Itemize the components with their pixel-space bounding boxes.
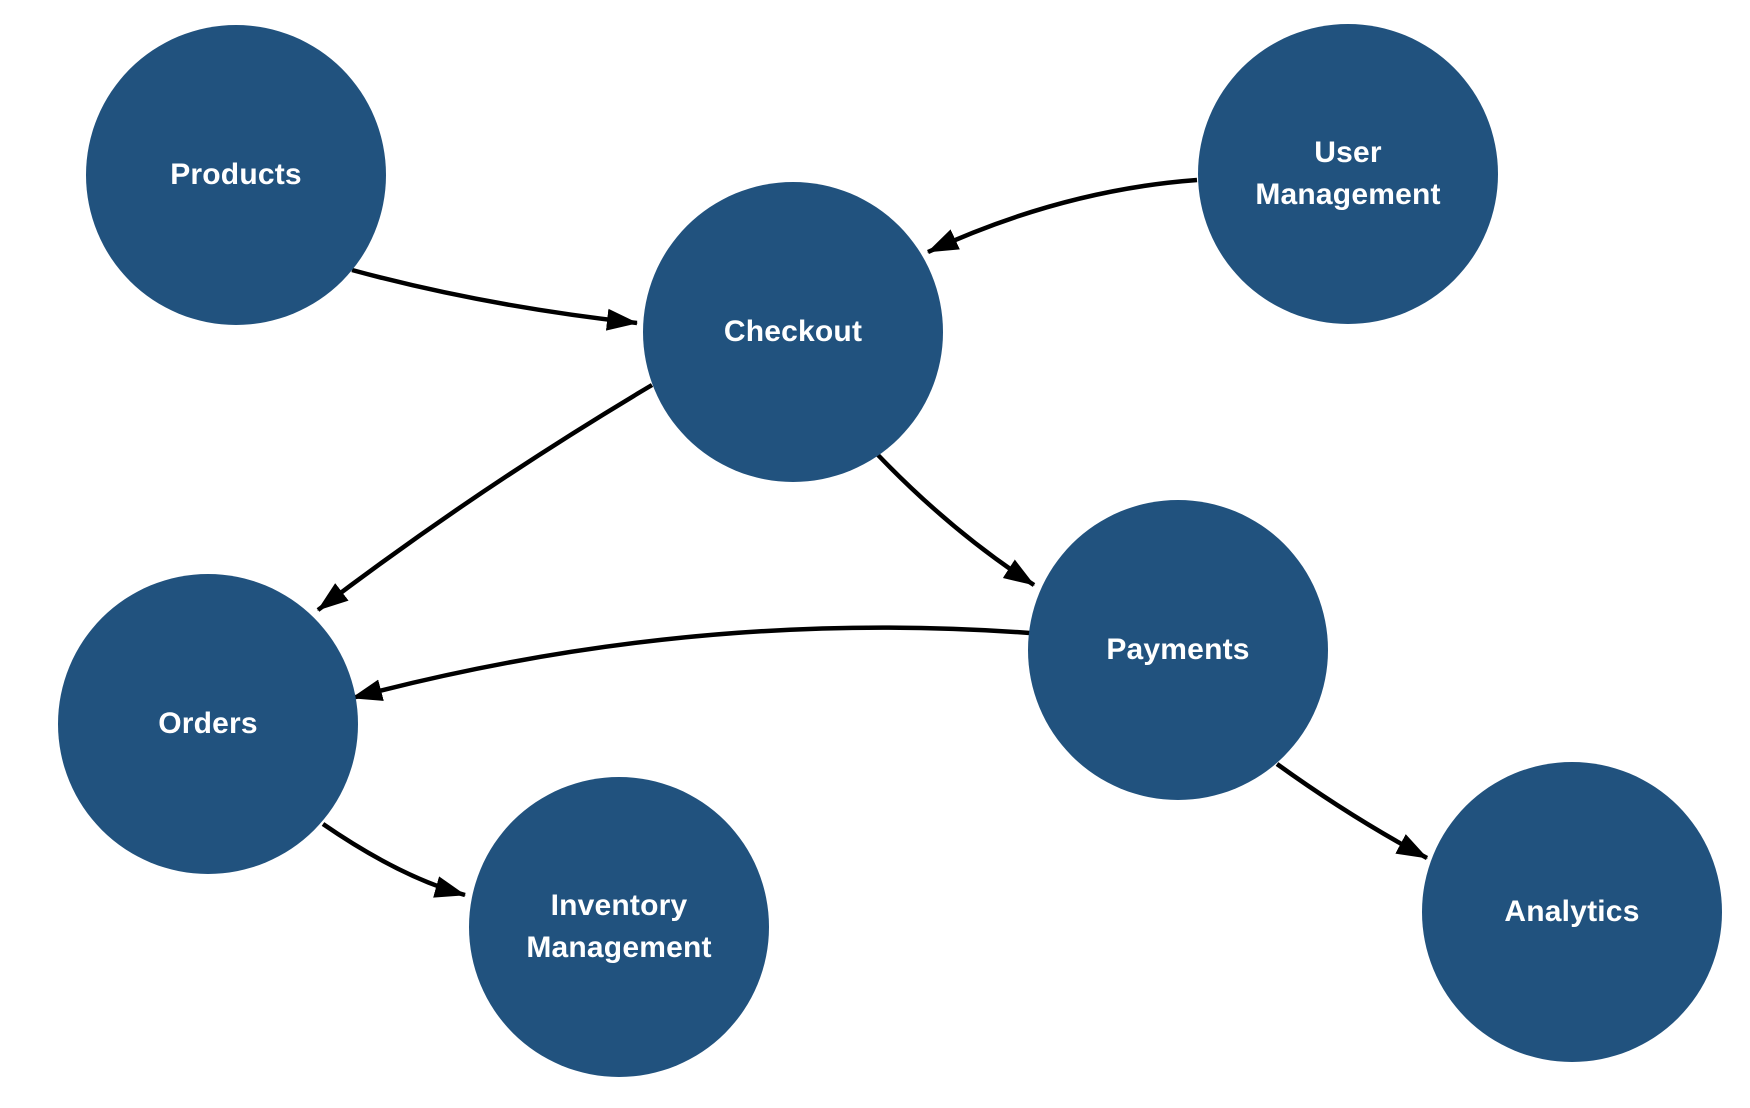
- edge-products-checkout: [351, 267, 638, 331]
- edge-checkout-orders: [316, 383, 654, 612]
- edge-orders-inventory-management: [321, 822, 466, 898]
- node-checkout-label: Checkout: [723, 315, 863, 348]
- edge-user-management-checkout: [927, 177, 1198, 255]
- node-user-management[interactable]: User Management: [1198, 24, 1498, 324]
- node-analytics-label: Analytics: [1504, 895, 1640, 928]
- node-inventory-management[interactable]: Inventory Management: [469, 777, 769, 1077]
- edge-checkout-payments: [876, 453, 1036, 587]
- node-analytics[interactable]: Analytics: [1422, 762, 1722, 1062]
- node-inventory-management-label: Inventory Management: [526, 889, 712, 964]
- node-orders-label: Orders: [158, 707, 258, 740]
- edge-payments-analytics: [1275, 762, 1429, 860]
- node-user-management-label: User Management: [1255, 136, 1441, 211]
- node-orders[interactable]: Orders: [58, 574, 358, 874]
- node-payments-label: Payments: [1106, 633, 1250, 666]
- node-payments[interactable]: Payments: [1028, 500, 1328, 800]
- edge-payments-orders: [351, 625, 1031, 701]
- node-checkout[interactable]: Checkout: [643, 182, 943, 482]
- node-products[interactable]: Products: [86, 25, 386, 325]
- node-products-label: Products: [170, 158, 302, 191]
